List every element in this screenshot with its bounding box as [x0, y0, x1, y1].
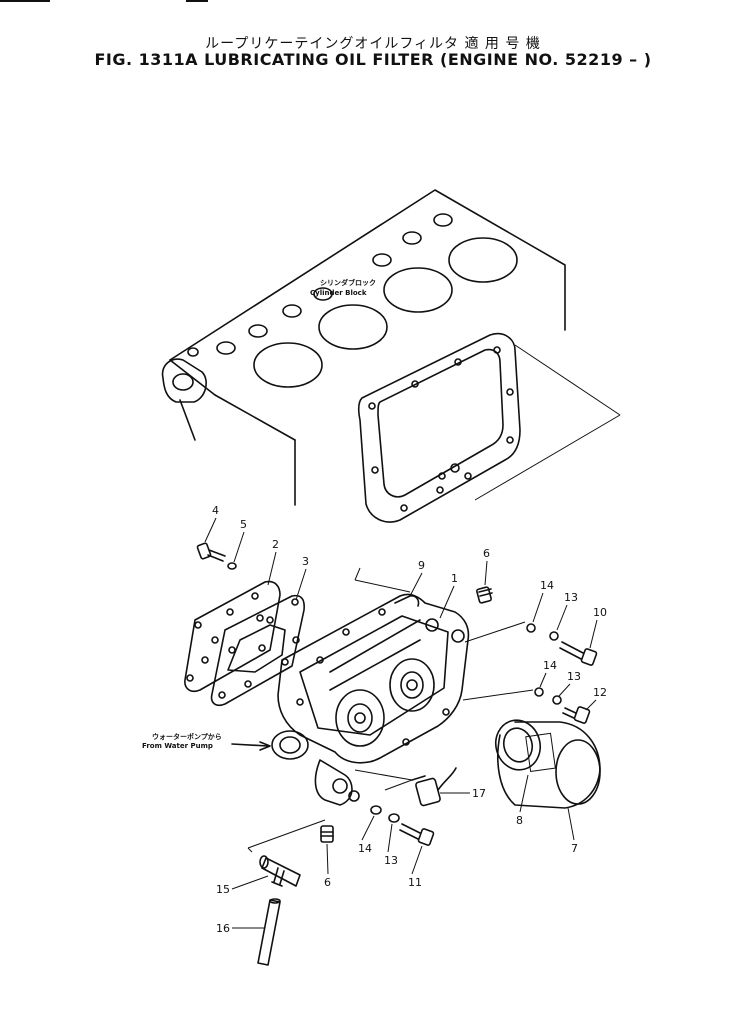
- plug-6-top: [476, 586, 493, 604]
- elbow-15: [259, 855, 301, 887]
- bolt-4: [196, 542, 226, 562]
- callout-14-bottom: 14: [358, 842, 372, 855]
- washer-13-bottom: [388, 813, 400, 823]
- callout-8: 8: [516, 814, 523, 827]
- washer-14-lower: [534, 687, 544, 697]
- callout-13-bottom: 13: [384, 854, 398, 867]
- callout-5: 5: [240, 518, 247, 531]
- washer-14-upper: [526, 623, 536, 633]
- washer-5: [227, 562, 237, 570]
- cylinder-bore: [253, 342, 323, 388]
- callout-13-lower: 13: [567, 670, 581, 683]
- cylinder-block-label-jp: シリンダブロック: [320, 278, 376, 287]
- washer-13-lower: [552, 695, 562, 705]
- callout-3: 3: [302, 555, 309, 568]
- callout-6-top: 6: [483, 547, 490, 560]
- callout-9: 9: [418, 559, 425, 572]
- callout-4: 4: [212, 504, 219, 517]
- title-japanese: ループリケーテイングオイルフィルタ 適 用 号 機: [205, 36, 541, 52]
- callout-10: 10: [593, 606, 607, 619]
- cylinder-bore: [318, 304, 388, 350]
- callout-6-bottom: 6: [324, 876, 331, 889]
- oil-filter-cartridge: [494, 719, 601, 809]
- bolt-12: [562, 706, 591, 724]
- callout-15: 15: [216, 883, 230, 896]
- water-pump-arrow: [231, 741, 271, 751]
- callout-7: 7: [571, 842, 578, 855]
- callout-2: 2: [272, 538, 279, 551]
- cylinder-bore: [383, 267, 453, 313]
- water-pump-label-jp: ウォーターポンプから: [152, 732, 222, 741]
- callout-16: 16: [216, 922, 230, 935]
- washer-14-bottom: [370, 805, 382, 815]
- callouts: 4 5 2 3 9 1 6 14 13 10 14 13 12: [204, 504, 607, 935]
- top-rule-center: [186, 0, 208, 2]
- sensor-17: [354, 767, 457, 807]
- bolt-10: [559, 641, 598, 666]
- water-pump-label-en: From Water Pump: [142, 742, 213, 750]
- callout-12: 12: [593, 686, 607, 699]
- cover-plate: [210, 594, 305, 707]
- bolt-11: [399, 823, 435, 846]
- tube-16: [257, 898, 281, 966]
- cylinder-block-label-en: Cylinder Block: [310, 289, 367, 297]
- cover-gasket: [184, 580, 281, 693]
- callout-14-lower: 14: [543, 659, 557, 672]
- top-rule-left: [0, 0, 50, 2]
- filter-head-body: [271, 593, 470, 806]
- cylinder-block: [161, 189, 621, 523]
- callout-13-upper: 13: [564, 591, 578, 604]
- callout-14-upper: 14: [540, 579, 554, 592]
- callout-17: 17: [472, 787, 486, 800]
- callout-11: 11: [408, 876, 422, 889]
- callout-1: 1: [451, 572, 458, 585]
- title-english: FIG. 1311A LUBRICATING OIL FILTER (ENGIN…: [94, 50, 652, 69]
- plug-6-bottom: [320, 825, 334, 843]
- cylinder-bore: [448, 237, 518, 283]
- washer-13-upper: [549, 631, 559, 641]
